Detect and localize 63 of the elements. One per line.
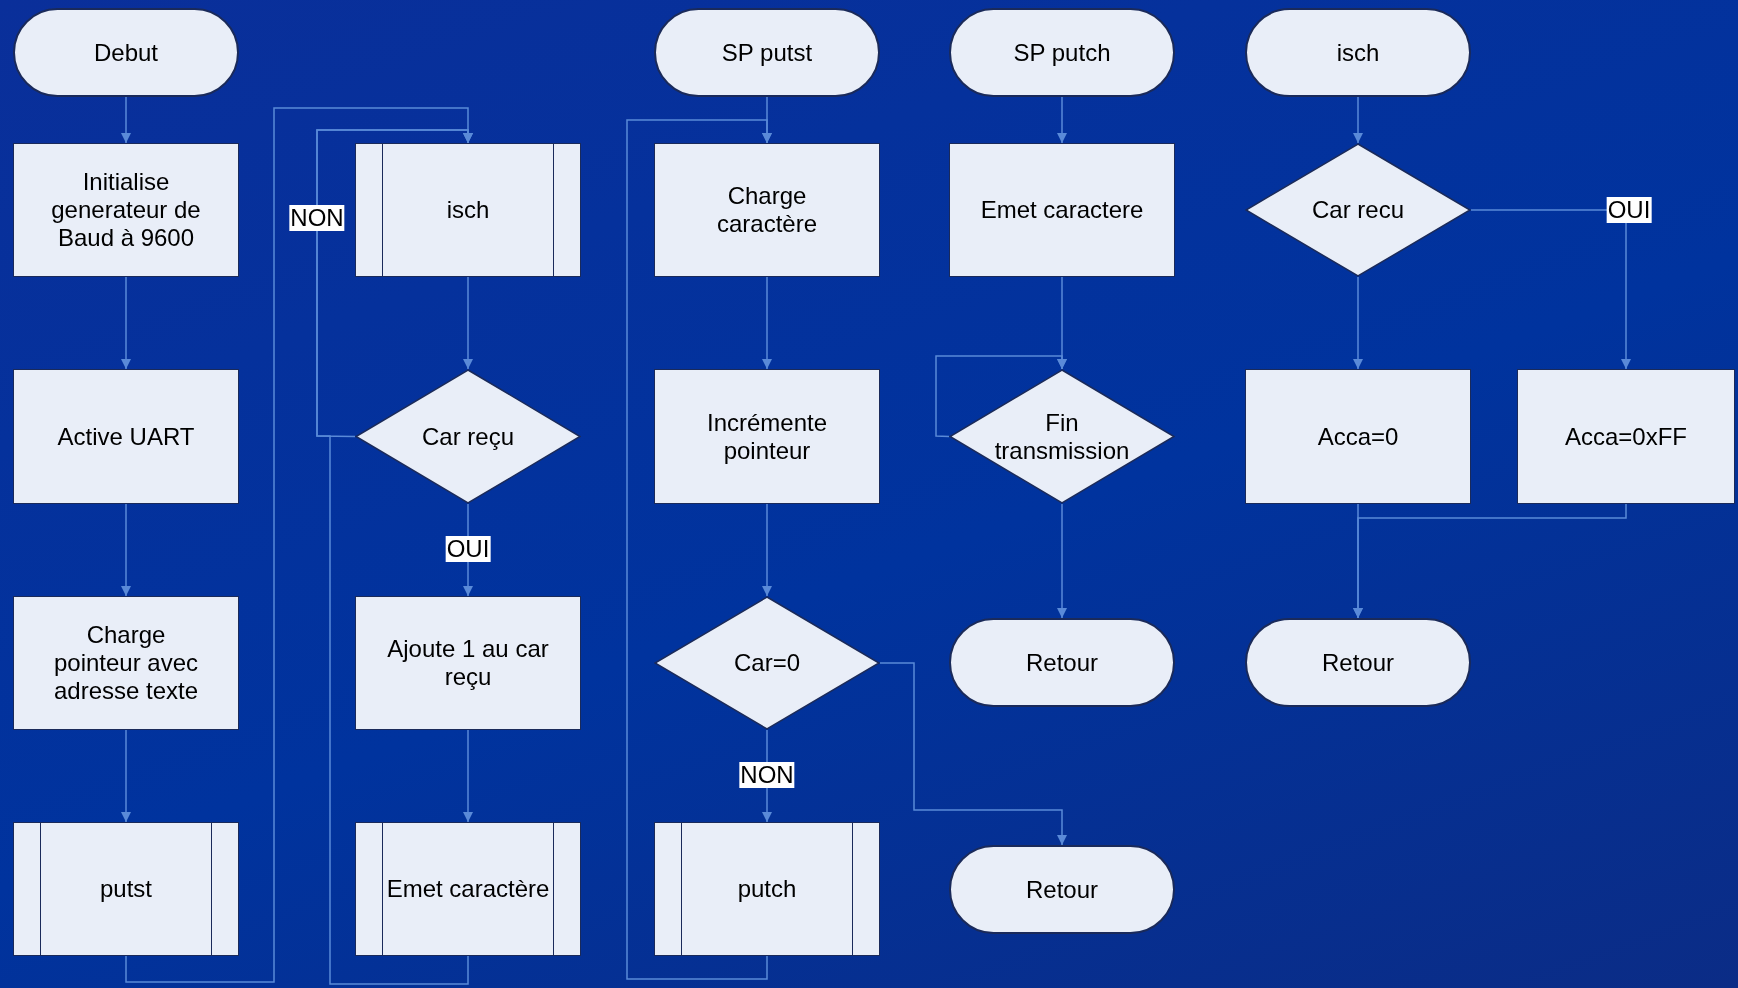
node-label: Ajoute 1 au car reçu bbox=[386, 635, 550, 691]
process-box bbox=[654, 369, 880, 504]
edge-label: NON bbox=[739, 762, 795, 788]
subroutine-box bbox=[654, 822, 880, 956]
node-label: Debut bbox=[92, 38, 159, 67]
process-box bbox=[654, 143, 880, 277]
edge-label: OUI bbox=[1606, 197, 1652, 223]
node-label: putst bbox=[99, 875, 153, 903]
arrow bbox=[879, 662, 1067, 846]
edge-label: OUI bbox=[445, 536, 491, 562]
decision-diamond bbox=[1245, 143, 1471, 277]
node-label: isch bbox=[445, 196, 491, 224]
arrow bbox=[1057, 503, 1067, 619]
arrow bbox=[121, 729, 131, 823]
node-label: Emet caractère bbox=[385, 875, 551, 903]
subroutine-box bbox=[355, 143, 581, 277]
node-label: Acca=0 bbox=[1316, 422, 1400, 451]
arrow bbox=[626, 119, 772, 980]
subroutine-box bbox=[355, 822, 581, 956]
node-label: Car reçu bbox=[421, 422, 515, 451]
node-label: Fin transmission bbox=[993, 408, 1131, 465]
node-label: Initialise generateur de Baud à 9600 bbox=[50, 168, 202, 252]
arrow bbox=[1353, 96, 1363, 144]
node-label: Emet caractere bbox=[979, 196, 1145, 224]
arrow bbox=[1470, 209, 1631, 370]
arrow bbox=[316, 129, 473, 985]
arrow bbox=[1353, 276, 1363, 370]
node-label: SP putch bbox=[1012, 38, 1112, 67]
node-label: Active UART bbox=[56, 422, 196, 451]
node-label: SP putst bbox=[720, 38, 814, 67]
arrow bbox=[121, 96, 131, 144]
node-label: Car=0 bbox=[732, 649, 801, 677]
node-label: Retour bbox=[1320, 648, 1395, 677]
node-label: Retour bbox=[1024, 875, 1099, 904]
arrow bbox=[1353, 503, 1627, 619]
decision-diamond bbox=[949, 369, 1175, 504]
process-box bbox=[13, 596, 239, 730]
arrow bbox=[935, 355, 1067, 438]
arrow bbox=[762, 503, 772, 597]
decision-diamond bbox=[654, 596, 880, 730]
node-label: isch bbox=[1335, 38, 1381, 67]
node-label: Car recu bbox=[1311, 196, 1405, 224]
process-box bbox=[13, 369, 239, 504]
node-label: Charge pointeur avec adresse texte bbox=[52, 621, 200, 705]
process-box bbox=[1245, 369, 1471, 504]
process-box bbox=[949, 143, 1175, 277]
node-label: Incrémente pointeur bbox=[705, 408, 829, 465]
process-box bbox=[355, 596, 581, 730]
node-label: Charge caractère bbox=[715, 182, 818, 238]
arrow bbox=[121, 503, 131, 597]
subroutine-box bbox=[13, 822, 239, 956]
arrow bbox=[1057, 96, 1067, 144]
arrow bbox=[121, 276, 131, 370]
arrow bbox=[762, 276, 772, 370]
process-box bbox=[13, 143, 239, 277]
arrow bbox=[463, 276, 473, 370]
node-label: Acca=0xFF bbox=[1563, 422, 1688, 451]
arrow bbox=[463, 729, 473, 823]
node-label: Retour bbox=[1024, 648, 1099, 677]
edge-label: NON bbox=[289, 205, 345, 231]
node-label: putch bbox=[736, 875, 798, 903]
process-box bbox=[1517, 369, 1735, 504]
decision-diamond bbox=[355, 369, 581, 504]
